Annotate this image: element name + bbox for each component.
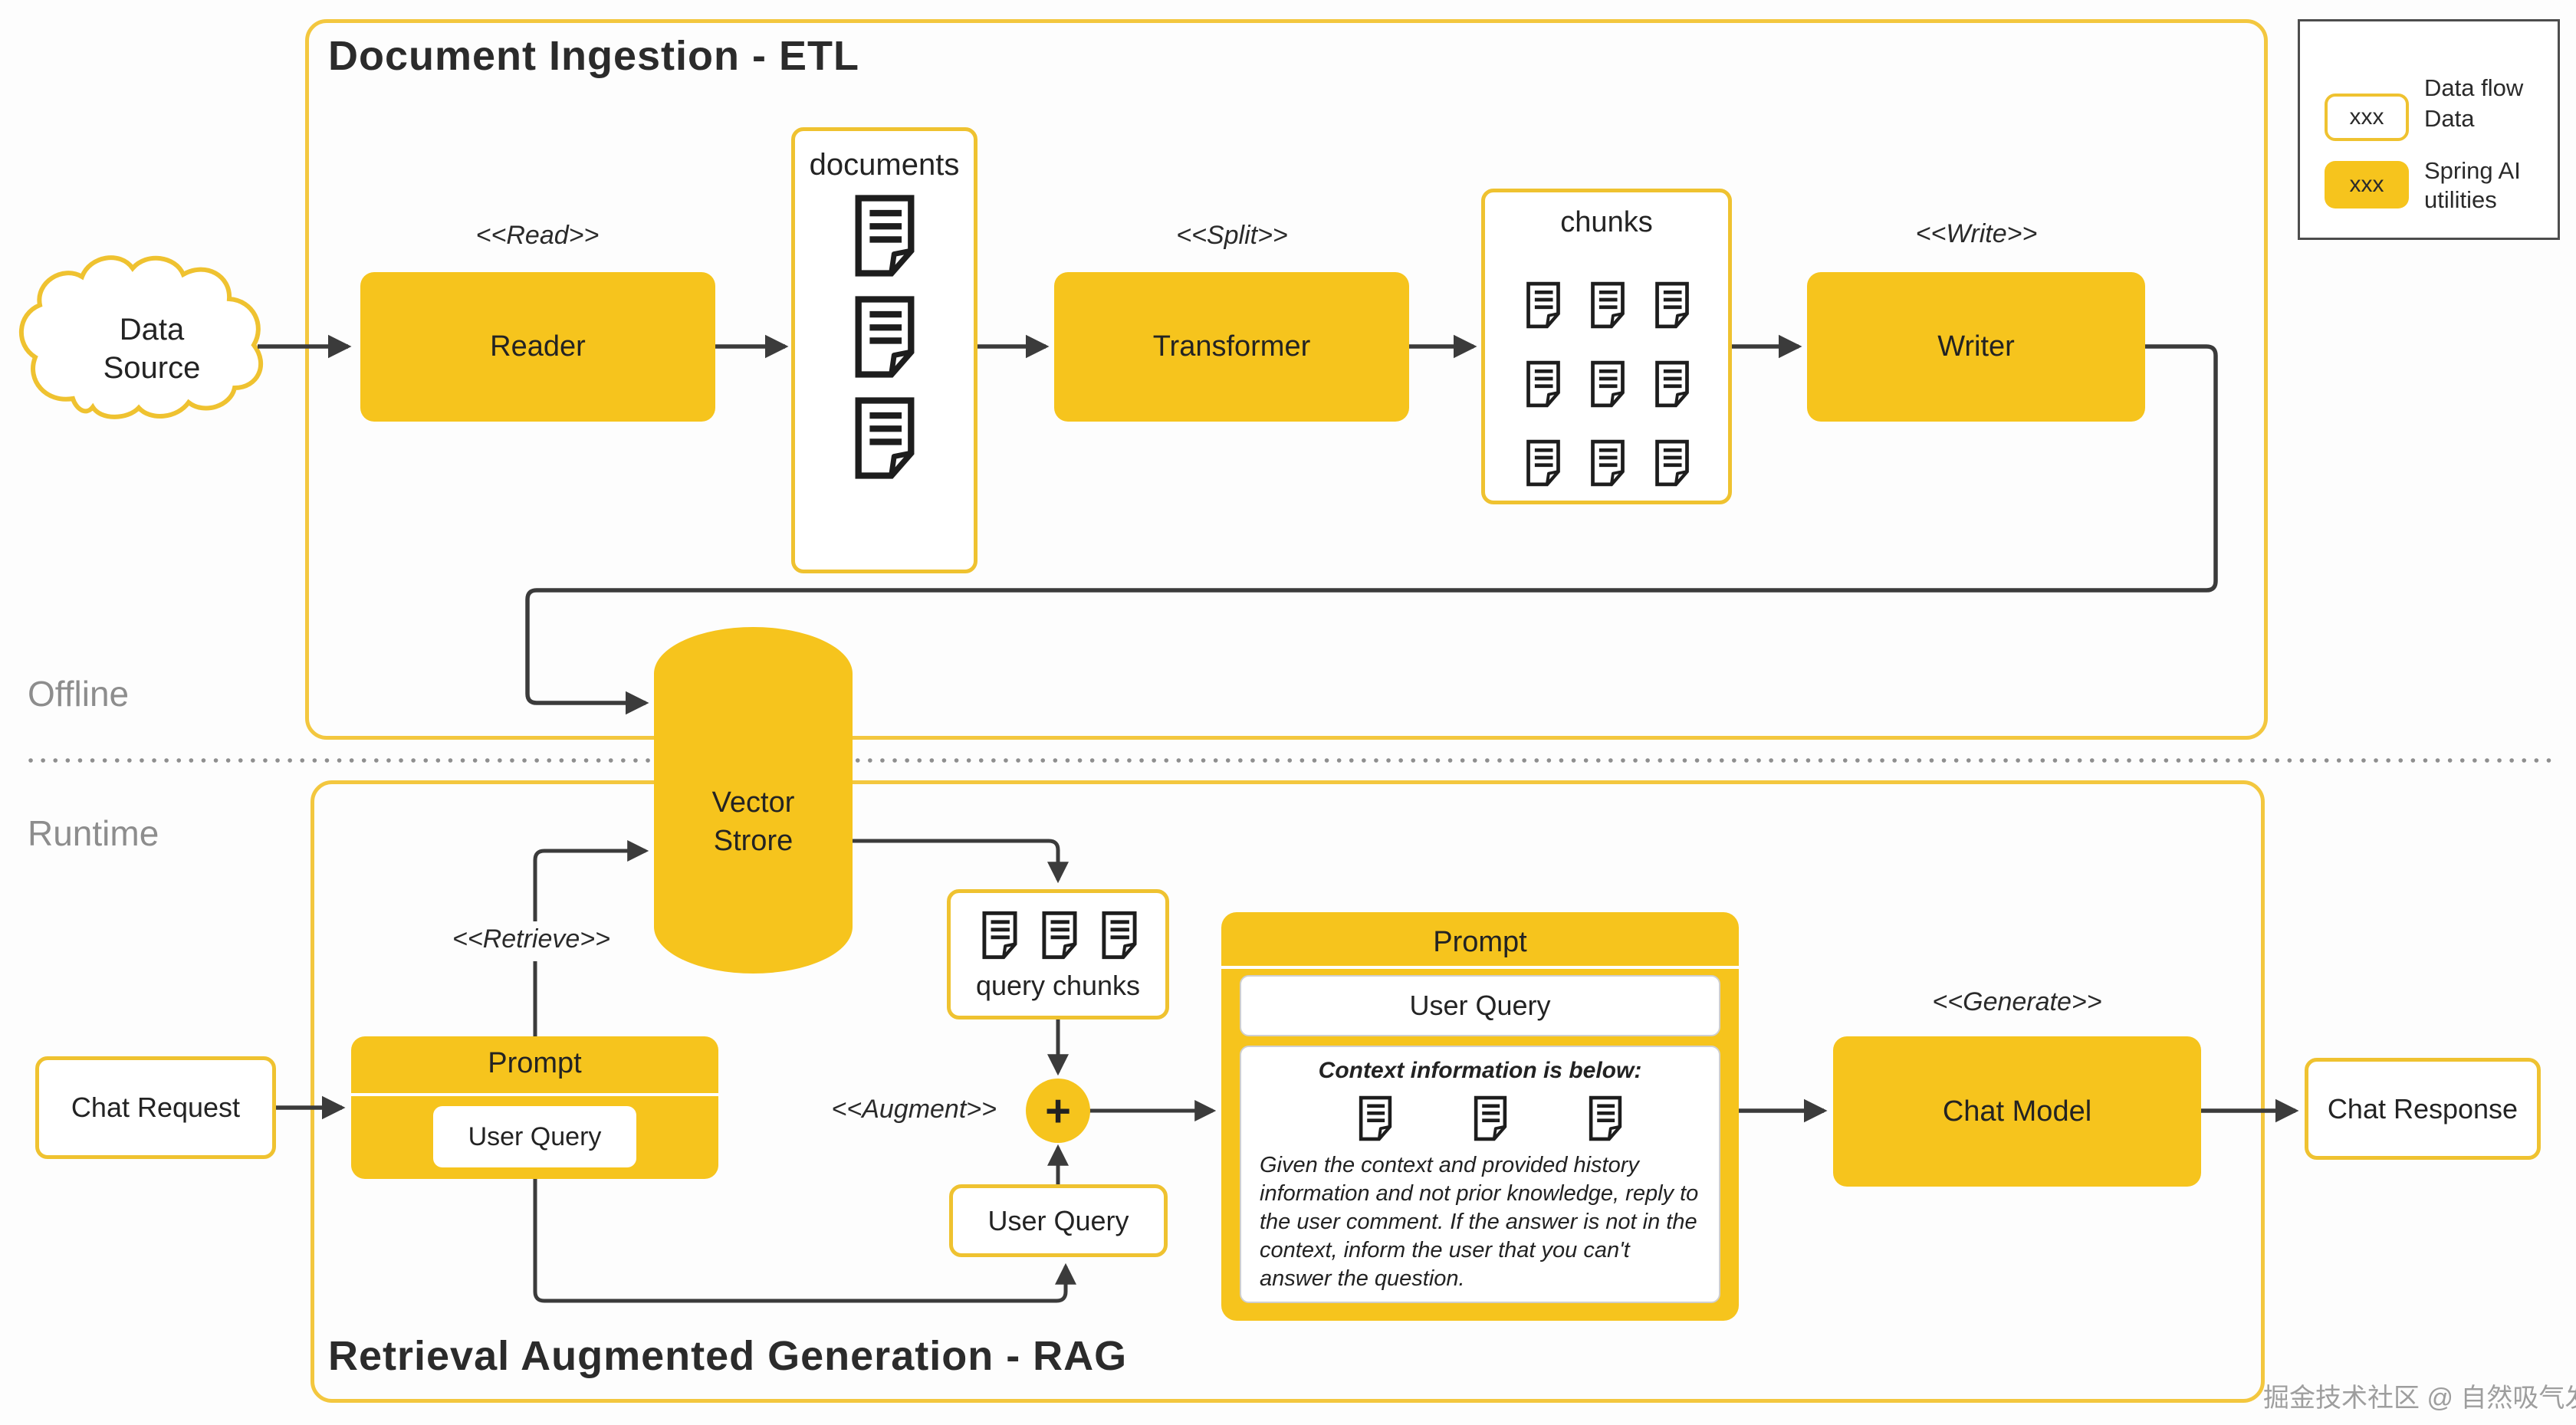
rag-container <box>310 780 2265 1403</box>
etl-container <box>305 19 2268 740</box>
query-chunk-document-icon <box>1097 910 1142 960</box>
chat-model-node: Chat Model <box>1833 1036 2201 1187</box>
watermark: 掘金技术社区 @ 自然吸气发动机 <box>2263 1384 2576 1413</box>
vector-store-node: Vector Strore <box>654 627 853 974</box>
retrieve-stereotype: <<Retrieve>> <box>452 924 611 954</box>
legend-data-sample-text: xxx <box>2349 104 2384 130</box>
document-icon <box>847 192 922 279</box>
runtime-label: Runtime <box>28 813 159 853</box>
document-icon <box>847 395 922 481</box>
context-document-icon <box>1470 1095 1511 1142</box>
generate-stereotype: <<Generate>> <box>1932 987 2102 1016</box>
prompt-small-node: Prompt User Query <box>351 1036 718 1179</box>
augment-stereotype: <<Augment>> <box>831 1095 997 1124</box>
legend-spring-swatch: xxx <box>2325 161 2409 208</box>
query-chunks-label: query chunks <box>975 970 1141 1001</box>
chunk-document-icon <box>1522 438 1565 488</box>
legend-data-swatch: xxx <box>2325 94 2409 141</box>
legend-box: Data flow xxx Data xxx Spring AI utiliti… <box>2298 19 2560 240</box>
arrow-vectorstore-querychunks <box>853 839 1069 884</box>
arrow-writer-vectorstore <box>525 344 2218 715</box>
transformer-node: Transformer <box>1054 272 1409 422</box>
write-stereotype: <<Write>> <box>1915 219 2038 248</box>
chunk-document-icon <box>1586 281 1629 330</box>
context-document-icon <box>1355 1095 1396 1142</box>
augment-plus-node: + <box>1026 1079 1090 1143</box>
prompt-small-title: Prompt <box>488 1047 582 1079</box>
user-query-node: User Query <box>949 1184 1168 1257</box>
chunk-document-icon <box>1651 360 1694 409</box>
arrow-prompt-userquery <box>533 1179 1076 1303</box>
chunk-document-icon <box>1522 281 1565 330</box>
rag-title: Retrieval Augmented Generation - RAG <box>328 1333 1128 1379</box>
chat-response-node: Chat Response <box>2305 1058 2541 1160</box>
legend-dataflow-label: Data flow <box>2424 74 2524 101</box>
arrow-prompt-vectorstore <box>533 840 649 921</box>
context-heading: Context information is below: <box>1318 1058 1642 1083</box>
prompt-big-title: Prompt <box>1433 926 1527 958</box>
chunk-document-icon <box>1586 360 1629 409</box>
read-stereotype: <<Read>> <box>475 221 600 250</box>
legend-spring-label: Spring AI utilities <box>2424 157 2521 213</box>
writer-node: Writer <box>1807 272 2145 422</box>
context-body: Given the context and provided history i… <box>1260 1153 1699 1291</box>
chunks-label: chunks <box>1560 206 1653 238</box>
reader-node: Reader <box>360 272 715 422</box>
chunk-document-icon <box>1651 438 1694 488</box>
data-source-cloud <box>18 255 264 419</box>
documents-box: documents <box>791 127 978 573</box>
chunk-document-icon <box>1522 360 1565 409</box>
chunk-document-icon <box>1586 438 1629 488</box>
document-icon <box>847 294 922 380</box>
prompt-big-node: Prompt User Query Context information is… <box>1221 912 1739 1321</box>
offline-label: Offline <box>28 674 130 714</box>
chunk-document-icon <box>1651 281 1694 330</box>
chunks-box: chunks <box>1481 189 1732 504</box>
prompt-big-context-panel: Context information is below: Given the … <box>1240 1046 1720 1303</box>
split-stereotype: <<Split>> <box>1176 221 1288 250</box>
prompt-big-divider <box>1221 966 1739 969</box>
prompt-small-user-query: User Query <box>433 1106 636 1167</box>
query-chunk-document-icon <box>1037 910 1082 960</box>
prompt-big-user-query: User Query <box>1240 975 1720 1036</box>
query-chunk-document-icon <box>978 910 1022 960</box>
context-document-icon <box>1585 1095 1626 1142</box>
chat-request-node: Chat Request <box>35 1056 276 1159</box>
vector-store-label: Vector Strore <box>711 786 795 857</box>
etl-title: Document Ingestion - ETL <box>328 33 859 79</box>
legend-spring-sample-text: xxx <box>2349 172 2384 197</box>
prompt-small-divider <box>351 1093 718 1096</box>
legend-data-label: Data <box>2424 105 2475 132</box>
data-source-label: Data Source <box>103 313 201 385</box>
query-chunks-box: query chunks <box>947 889 1169 1019</box>
documents-label: documents <box>809 148 960 182</box>
